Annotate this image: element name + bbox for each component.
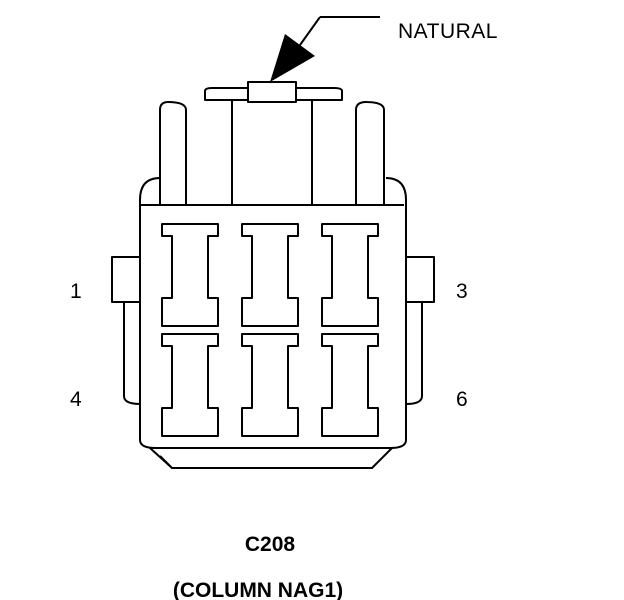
terminal-cavities — [161, 223, 379, 437]
terminal-cavity-icon — [241, 333, 299, 437]
right-side-wire — [405, 302, 423, 405]
terminal-cavity-icon — [321, 333, 379, 437]
lock-tab-block — [247, 81, 297, 103]
callout-leader — [299, 16, 380, 46]
left-latch-arm — [159, 101, 187, 205]
pin-label-4: 4 — [70, 388, 82, 411]
terminal-cavity-icon — [321, 223, 379, 327]
terminal-cavity-icon — [161, 333, 219, 437]
connector-id: C208 — [245, 533, 296, 556]
left-side-wire — [123, 302, 141, 405]
right-key-tab — [405, 256, 435, 303]
callout-label: NATURAL — [398, 20, 498, 43]
connector-shroud — [140, 100, 404, 206]
connector-housing — [139, 177, 407, 449]
connector-description: (COLUMN NAG1) — [173, 579, 343, 600]
pin-label-3: 3 — [456, 280, 468, 303]
pin-label-1: 1 — [70, 280, 82, 303]
pin-label-6: 6 — [456, 388, 468, 411]
arrow-pointer-icon — [270, 34, 315, 82]
terminal-cavity-icon — [241, 223, 299, 327]
terminal-cavity-icon — [161, 223, 219, 327]
right-latch-arm — [355, 101, 385, 205]
connector-skirt — [149, 447, 393, 469]
left-key-tab — [111, 256, 141, 303]
